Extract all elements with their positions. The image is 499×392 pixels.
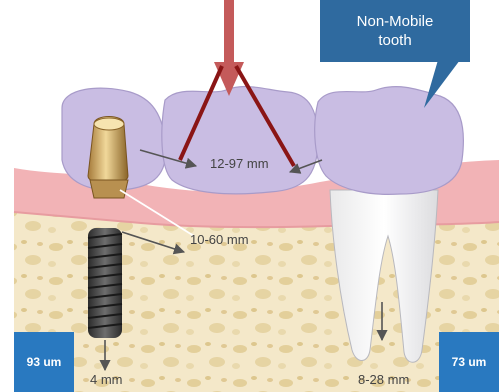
label-4mm: 4 mm [90, 372, 123, 387]
callout-line-1: Non-Mobile [357, 12, 434, 31]
badge-left: 93 um [14, 332, 74, 392]
label-10-60mm: 10-60 mm [190, 232, 249, 247]
middle-crown [162, 87, 318, 194]
non-mobile-tooth-callout: Non-Mobile tooth [320, 0, 470, 62]
badge-right: 73 um [439, 332, 499, 392]
label-8-28mm: 8-28 mm [358, 372, 409, 387]
label-12-97mm: 12-97 mm [210, 156, 269, 171]
natural-crown [315, 87, 464, 195]
callout-line-2: tooth [378, 31, 411, 50]
